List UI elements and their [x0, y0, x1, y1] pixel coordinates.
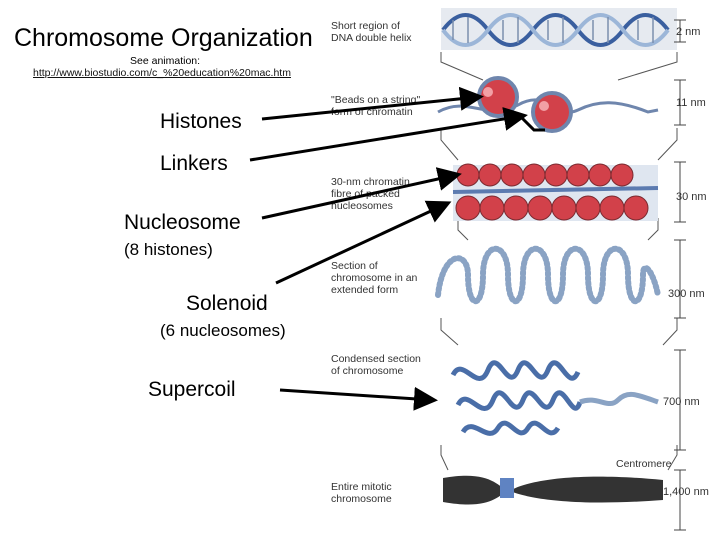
scale-30nm: 30 nm [676, 191, 707, 203]
term-histones: Histones [160, 110, 242, 133]
arrow-linkers [249, 107, 528, 162]
dna-helix [441, 13, 670, 47]
caption-dna-line2: DNA double helix [331, 32, 412, 44]
caption-dna-line1: Short region of [331, 20, 400, 32]
term-solenoid: Solenoid [186, 292, 268, 315]
caption-beads-line1: "Beads on a string" [331, 94, 421, 106]
scale-300nm: 300 nm [668, 288, 705, 300]
scale-bars [674, 19, 686, 531]
caption-fibre-line1: 30-nm chromatin [331, 176, 410, 188]
term-nucleosome-note: (8 histones) [124, 240, 213, 259]
caption-extended-line3: extended form [331, 284, 399, 296]
scale-2nm: 2 nm [676, 26, 701, 38]
caption-dna: Short region of DNA double helix [331, 20, 412, 44]
caption-condensed-line1: Condensed section [331, 353, 421, 365]
scale-1400nm: 1,400 nm [663, 486, 709, 498]
caption-mitotic: Entire mitotic chromosome [331, 481, 392, 505]
chromatin-fibre [452, 163, 659, 221]
scale-11nm: 11 nm [676, 97, 706, 109]
condensed-section [450, 360, 659, 436]
figure-art [435, 8, 686, 531]
arrow-histones [261, 86, 484, 121]
funnel-lines [440, 52, 678, 471]
term-solenoid-note: (6 nucleosomes) [160, 321, 286, 340]
mitotic-chromosome [443, 475, 663, 505]
caption-extended-line1: Section of [331, 260, 378, 272]
caption-extended: Section of chromosome in an extended for… [331, 260, 417, 296]
linker-bracket [520, 116, 545, 132]
arrow-nucleosome [261, 167, 462, 220]
term-linkers: Linkers [160, 152, 228, 175]
caption-fibre: 30-nm chromatin fibre of packed nucleoso… [331, 176, 410, 212]
animation-label: See animation: [130, 55, 201, 67]
caption-condensed: Condensed section of chromosome [331, 353, 421, 377]
caption-extended-line2: chromosome in an [331, 272, 418, 284]
scale-700nm: 700 nm [663, 396, 700, 408]
arrow-supercoil [279, 386, 438, 411]
caption-mitotic-line2: chromosome [331, 493, 392, 505]
extended-loops [435, 245, 661, 305]
caption-mitotic-line1: Entire mitotic [331, 481, 392, 493]
animation-link[interactable]: http://www.biostudio.com/c_%20education%… [33, 67, 291, 79]
chromatin-figure: Short region of DNA double helix "Beads … [318, 0, 720, 540]
arrow-solenoid [275, 200, 452, 285]
caption-fibre-line3: nucleosomes [331, 200, 393, 212]
caption-condensed-line2: of chromosome [331, 365, 404, 377]
term-nucleosome: Nucleosome [124, 211, 241, 234]
slide-title: Chromosome Organization [14, 24, 313, 52]
term-supercoil: Supercoil [148, 378, 236, 401]
centromere-label: Centromere [616, 458, 672, 470]
